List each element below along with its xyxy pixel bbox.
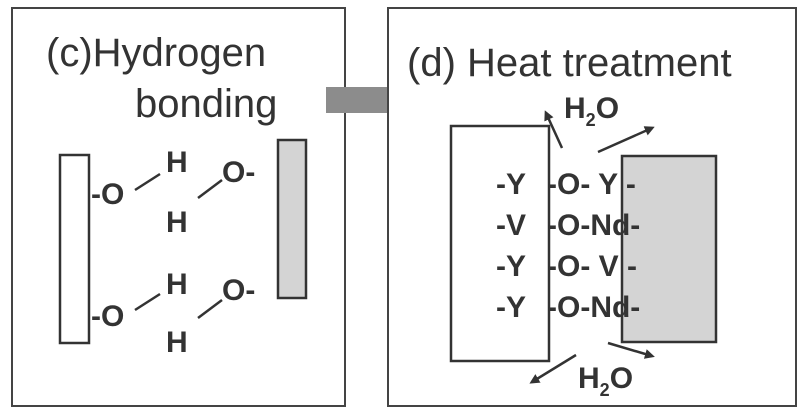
water-out-arrow-bottom-left <box>529 353 577 384</box>
row-4-right: -O-Nd- <box>547 291 640 324</box>
water-out-arrow-top-right <box>597 126 655 154</box>
left-white-plate <box>449 124 551 363</box>
row-1-right: -O- Y - <box>547 168 636 201</box>
water-out-arrow-top-left <box>544 110 564 149</box>
row-4-left: -Y <box>496 291 526 324</box>
bottom-bond-right <box>197 299 223 319</box>
top-hydrogen-2: H <box>166 206 188 239</box>
panel-c-title-line1: (c)Hydrogen <box>46 31 266 75</box>
water-bottom-h: H <box>578 362 600 395</box>
water-top-label: H2O <box>564 92 619 130</box>
panel-d-heat-treatment: (d) Heat treatment H2O -Y -O- Y - -V -O-… <box>387 7 797 407</box>
water-out-arrow-bottom-right <box>607 341 655 359</box>
water-top-o: O <box>596 92 619 125</box>
bottom-hydrogen-2: H <box>166 326 188 359</box>
top-hydrogen-1: H <box>166 146 188 179</box>
row-3-right: -O- V - <box>547 250 637 283</box>
bottom-left-oxygen: -O <box>91 300 124 333</box>
right-gray-plate <box>620 154 718 344</box>
water-top-subscript: 2 <box>586 110 596 130</box>
row-3-left: -Y <box>496 250 526 283</box>
row-2-right: -O-Nd- <box>547 209 640 242</box>
panel-d-title: (d) Heat treatment <box>407 41 732 85</box>
water-bottom-subscript: 2 <box>600 380 610 400</box>
bottom-bond-left <box>134 292 161 312</box>
row-2-left: -V <box>496 209 526 242</box>
water-top-h: H <box>564 92 586 125</box>
water-bottom-label: H2O <box>578 362 633 400</box>
top-right-oxygen: O- <box>222 156 255 189</box>
water-bottom-o: O <box>610 362 633 395</box>
left-substrate-plate <box>58 153 91 345</box>
bottom-right-oxygen: O- <box>222 274 255 307</box>
panel-c-hydrogen-bonding: (c)Hydrogen bonding -O H H O- -O H H O- <box>11 7 346 407</box>
top-bond-right <box>197 179 223 199</box>
top-left-oxygen: -O <box>91 178 124 211</box>
right-substrate-plate <box>276 138 308 300</box>
top-bond-left <box>134 172 161 192</box>
panel-d-frame <box>387 7 797 407</box>
panel-c-title-line2: bonding <box>135 82 277 126</box>
bottom-hydrogen-1: H <box>166 268 188 301</box>
row-1-left: -Y <box>496 168 526 201</box>
